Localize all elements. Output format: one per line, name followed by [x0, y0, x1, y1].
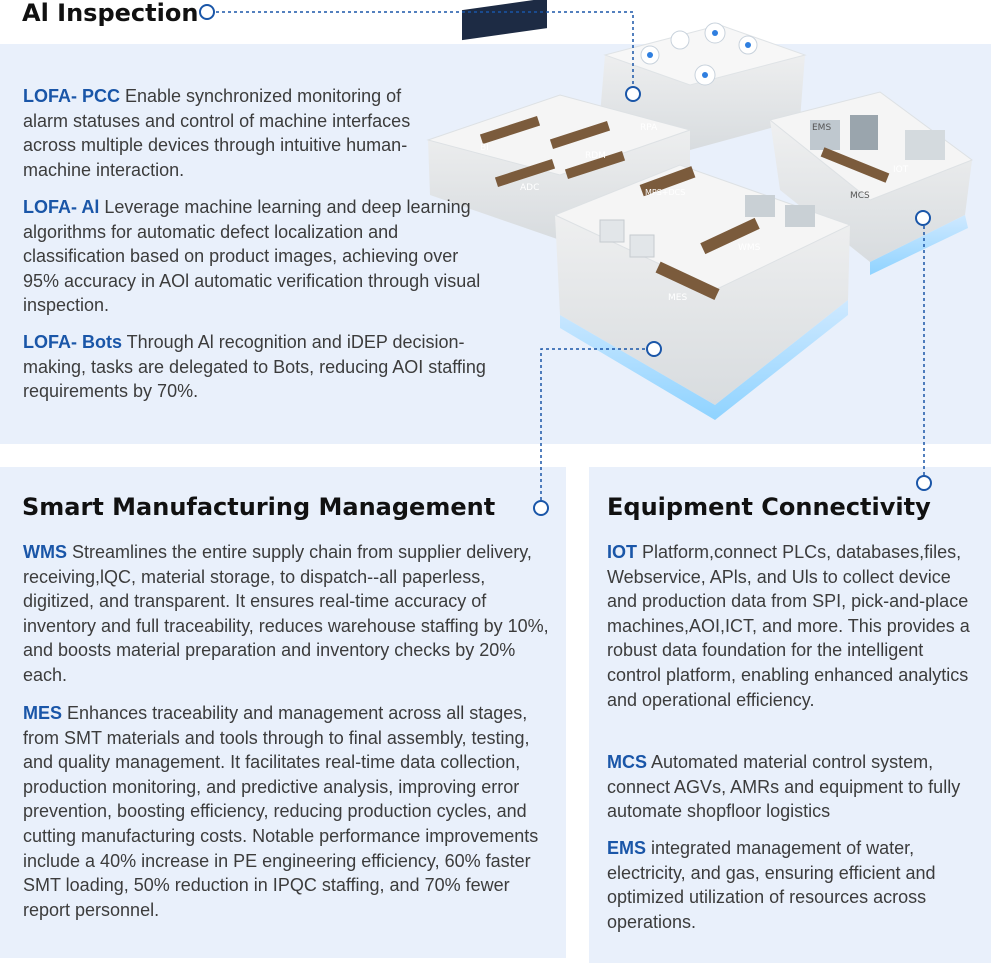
manufacturing-platform: MPS+DCS WMS MES: [553, 164, 852, 420]
ems-paragraph: EMS integrated management of water, elec…: [607, 836, 977, 934]
robot-platform: [600, 22, 807, 150]
lofa-pcc-text: Enable synchronized monitoring of alarm …: [23, 86, 411, 180]
equipment-connectivity-title: Equipment Connectivity: [607, 493, 931, 521]
iot-paragraph: IOT Platform,connect PLCs, databases,fil…: [607, 540, 977, 712]
lofa-ai-text: Leverage machine learning and deep learn…: [23, 197, 481, 316]
factory-label-rdm: RDM: [585, 151, 606, 161]
lofa-pcc-paragraph: LOFA- PCC Enable synchronized monitoring…: [23, 84, 418, 182]
factory-label-bi: BI: [480, 143, 489, 153]
iot-text: Platform,connect PLCs, databases,files, …: [607, 542, 970, 710]
lofa-bots-text: Through Al recognition and iDEP decision…: [23, 332, 486, 402]
mes-keyword: MES: [23, 703, 63, 723]
mes-text: Enhances traceability and management acr…: [23, 703, 539, 920]
factory-label-wms: WMS: [738, 243, 761, 253]
lofa-bots-paragraph: LOFA- Bots Through Al recognition and iD…: [23, 330, 503, 404]
factory-label-mps-dcs: MPS+DCS: [645, 188, 685, 197]
wms-text: Streamlines the entire supply chain from…: [23, 542, 549, 685]
equipment-connectivity-panel: [589, 467, 991, 963]
factory-illustration: BI RDM RPA ADC EMS IOT MCS MPS+DCS WMS M…: [426, 0, 974, 420]
lofa-ai-keyword: LOFA- Al: [23, 197, 100, 217]
mcs-keyword: MCS: [607, 752, 647, 772]
smart-manufacturing-panel: [0, 467, 566, 958]
factory-label-ems: EMS: [812, 123, 831, 133]
factory-label-mcs: MCS: [850, 191, 870, 201]
lofa-bots-keyword: LOFA- Bots: [23, 332, 122, 352]
factory-label-rpa: RPA: [640, 123, 658, 133]
wms-keyword: WMS: [23, 542, 67, 562]
mcs-paragraph: MCS Automated material control system, c…: [607, 750, 977, 824]
marker-ai-title-circle: [199, 4, 215, 20]
factory-label-adc: ADC: [520, 183, 539, 193]
wms-paragraph: WMS Streamlines the entire supply chain …: [23, 540, 553, 688]
ai-inspection-title: Al Inspection: [22, 0, 199, 27]
lofa-ai-paragraph: LOFA- Al Leverage machine learning and d…: [23, 195, 483, 318]
mcs-text: Automated material control system, conne…: [607, 752, 961, 822]
smart-manufacturing-title: Smart Manufacturing Management: [22, 493, 496, 521]
iot-keyword: IOT: [607, 542, 637, 562]
ems-text: integrated management of water, electric…: [607, 838, 936, 932]
ems-keyword: EMS: [607, 838, 647, 858]
factory-label-iot: IOT: [893, 165, 909, 175]
mes-paragraph: MES Enhances traceability and management…: [23, 701, 555, 922]
lofa-pcc-keyword: LOFA- PCC: [23, 86, 120, 106]
factory-label-mes: MES: [668, 293, 687, 303]
